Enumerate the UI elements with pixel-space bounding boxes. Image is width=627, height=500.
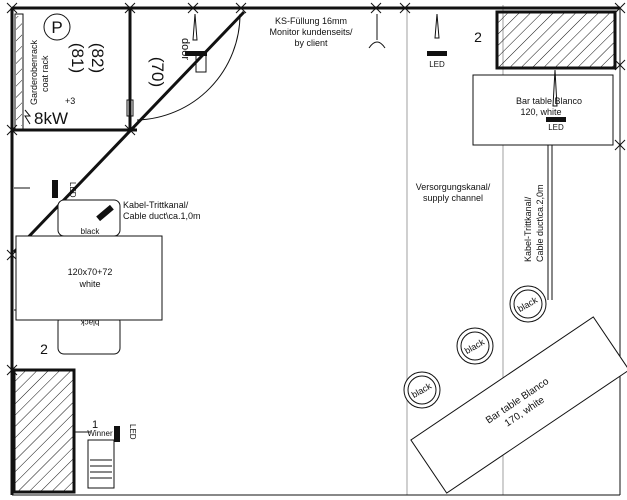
bar-stool-2-inner [460, 331, 490, 361]
cable-duct-left-label-en: Cable duct\ca.1,0m [123, 211, 201, 221]
led-light-cabin [185, 51, 207, 56]
door-hinge [126, 99, 134, 117]
winner-stand [87, 439, 115, 489]
cable-duct-right-label-de: Kabel-Trittkanal/ [523, 196, 533, 262]
bar-stool-1-inner [513, 289, 543, 319]
led-light-top [427, 51, 447, 56]
socket-number-82: (82) [88, 43, 107, 73]
booth-walls [10, 6, 620, 495]
bar-stool-1 [509, 285, 547, 323]
led-light-bar [546, 117, 566, 122]
hatched-column-bottom [12, 368, 76, 494]
socket-number-81: (81) [68, 43, 87, 73]
coat-rack-label-de: Garderobenrack [29, 39, 39, 105]
led-light-bottom [114, 426, 120, 442]
parking-circle [43, 13, 71, 41]
supply-channel-label-en: supply channel [423, 193, 483, 203]
supply-channel-label-de: Versorgungskanal/ [416, 182, 491, 192]
spotlight-icon [192, 13, 198, 41]
door-swing-arc [136, 13, 241, 121]
bar-stool-3-inner [407, 375, 437, 405]
led-light-left-1 [52, 180, 58, 198]
winner-stand-steps [90, 459, 112, 479]
monitor-label: Monitor kundenseits/ [269, 27, 353, 37]
booth-number-top: 2 [474, 29, 482, 45]
table-size-label: 120x70+72 [68, 267, 113, 277]
bar-stool-3 [403, 371, 441, 409]
winner-label: Winner [87, 429, 113, 438]
parking-label: P [51, 18, 62, 37]
bar-table-top-size: 120, white [520, 107, 561, 117]
table-color-label: white [78, 279, 100, 289]
monitor-icon [368, 14, 386, 49]
power-circuit-label: +3 [65, 96, 75, 106]
table-main [15, 235, 163, 321]
booth-number-left: 2 [40, 341, 48, 357]
bar-stool-2 [456, 327, 494, 365]
spotlight-icon-3 [552, 69, 558, 107]
by-client-label: by client [294, 38, 328, 48]
chair-top-color: black [81, 227, 101, 236]
counter-number: 1 [92, 419, 98, 431]
lightning-icon [24, 109, 32, 125]
hatched-column-top [495, 10, 617, 70]
socket-number-70: (70) [148, 57, 167, 87]
bar-table-top-label: Bar table Blanco [516, 96, 582, 106]
coat-rack [14, 13, 24, 131]
coat-rack-label-en: coat rack [40, 55, 50, 92]
bar-table-top [472, 74, 614, 146]
bar-table-bottom [410, 316, 627, 494]
ks-filling-label: KS-Füllung 16mm [275, 16, 347, 26]
led-label-bottom: LED [128, 424, 137, 440]
spotlight-icon-2 [434, 13, 440, 39]
power-rating: 8kW [34, 109, 68, 128]
cable-duct-left-label-de: Kabel-Trittkanal/ [123, 200, 189, 210]
bar-table-bottom-group: Bar table Blanco 170, white [410, 316, 627, 494]
chair-bottom-color: black [80, 318, 100, 327]
led-label-left-1: LED [68, 182, 77, 198]
door-label: door [179, 38, 191, 60]
led-label-bar: LED [548, 123, 564, 132]
led-label-top: LED [429, 60, 445, 69]
cable-duct-right-label-en: Cable duct\ca.2,0m [535, 184, 545, 262]
monitor-screen [96, 204, 114, 222]
